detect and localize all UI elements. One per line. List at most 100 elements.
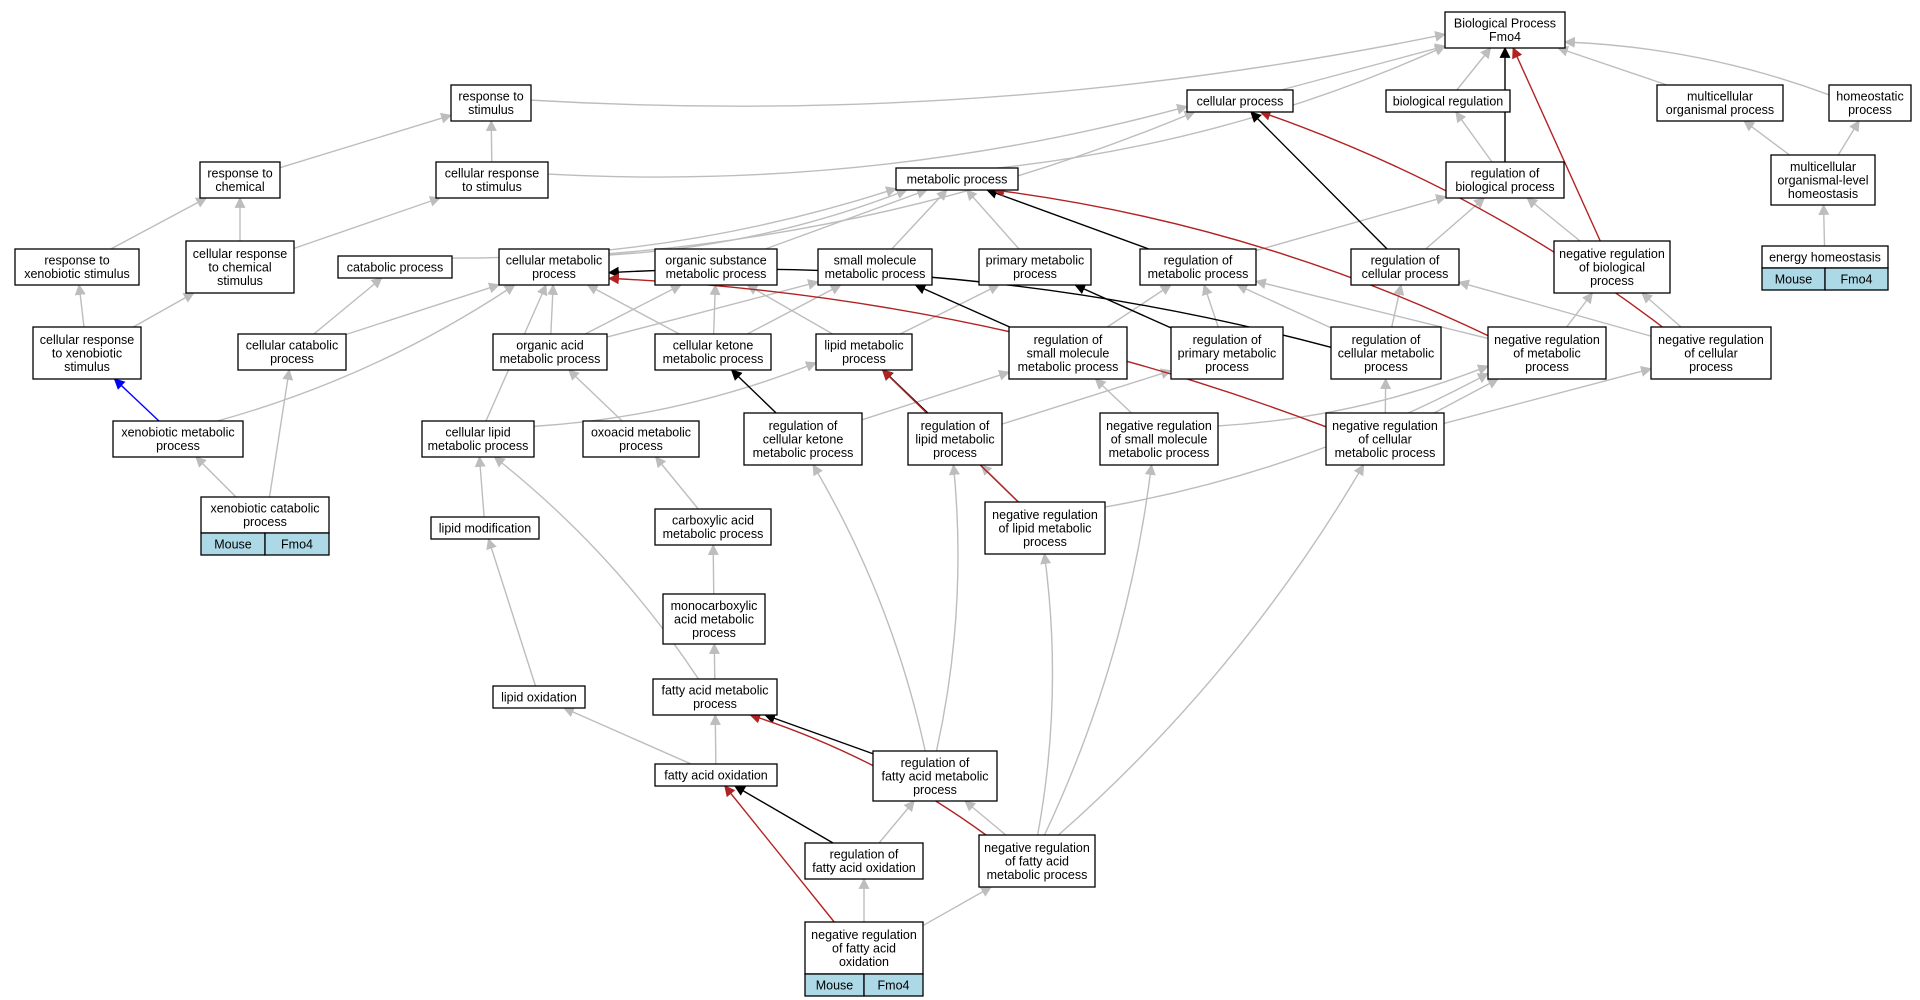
node-box <box>1325 412 1445 466</box>
edge-part-of <box>113 378 160 422</box>
go-term-fatty-acid-oxidation[interactable]: fatty acid oxidation <box>654 763 778 787</box>
go-term-biological-regulation[interactable]: biological regulation <box>1385 89 1511 113</box>
node-label-line: Fmo4 <box>1489 30 1521 44</box>
node-label-line: regulation of <box>1352 333 1421 347</box>
edge-is-a <box>1818 203 1830 247</box>
node-label-line: response to <box>458 90 523 104</box>
edge-is-a <box>1743 120 1790 156</box>
go-term-metabolic-process[interactable]: metabolic process <box>895 167 1019 191</box>
node-label-line: regulation of <box>769 419 838 433</box>
node-label-line: metabolic process <box>500 352 601 366</box>
edge-is-a <box>746 284 834 335</box>
edge-is-a <box>1391 283 1405 328</box>
edge-is-a <box>1563 36 1830 96</box>
edge-is-a <box>1104 372 1489 508</box>
edge-is-a <box>1457 279 1652 337</box>
node-label-line: organismal process <box>1666 103 1774 117</box>
node-label-line: chemical <box>215 180 264 194</box>
node-box <box>652 678 778 716</box>
node-box <box>1008 326 1128 380</box>
edge-is-a <box>1202 283 1219 328</box>
node-box <box>14 248 140 286</box>
node-label-line: fatty acid metabolic <box>882 769 989 783</box>
go-term-lipid-modification[interactable]: lipid modification <box>430 516 540 540</box>
edge-is-a <box>568 369 623 422</box>
node-label-line: stimulus <box>217 274 263 288</box>
node-label-line: stimulus <box>468 103 514 117</box>
node-label-line: process <box>692 626 736 640</box>
node-label-line: of cellular <box>1358 432 1412 446</box>
node-label-line: response to <box>44 254 109 268</box>
node-box <box>804 921 924 975</box>
go-term-catabolic-process[interactable]: catabolic process <box>337 255 453 279</box>
node-label-line: process <box>1525 360 1569 374</box>
node-box <box>200 496 330 534</box>
node-box <box>743 412 863 466</box>
go-term-lipid-oxidation[interactable]: lipid oxidation <box>492 685 586 709</box>
annotation-cell <box>863 973 924 997</box>
edge-regulates <box>986 188 1149 250</box>
node-label-line: lipid metabolic <box>915 432 994 446</box>
node-box <box>1186 89 1294 113</box>
edge-is-a <box>1556 45 1668 86</box>
edge-negatively-regulates <box>1512 46 1601 242</box>
node-label-line: metabolic process <box>907 172 1008 186</box>
node-label-line: lipid modification <box>439 521 531 535</box>
edge-is-a <box>485 119 497 163</box>
node-label-line: process <box>1023 535 1067 549</box>
edge-is-a <box>586 284 680 335</box>
go-term-cellular-process[interactable]: cellular process <box>1186 89 1294 113</box>
node-box <box>1828 84 1912 122</box>
edge-regulates <box>733 785 834 844</box>
edge-is-a <box>765 188 928 250</box>
node-label-line: cellular ketone <box>673 339 754 353</box>
edge-is-a <box>1255 194 1448 252</box>
edge-is-a <box>1236 284 1332 329</box>
edge-regulates <box>730 369 777 414</box>
